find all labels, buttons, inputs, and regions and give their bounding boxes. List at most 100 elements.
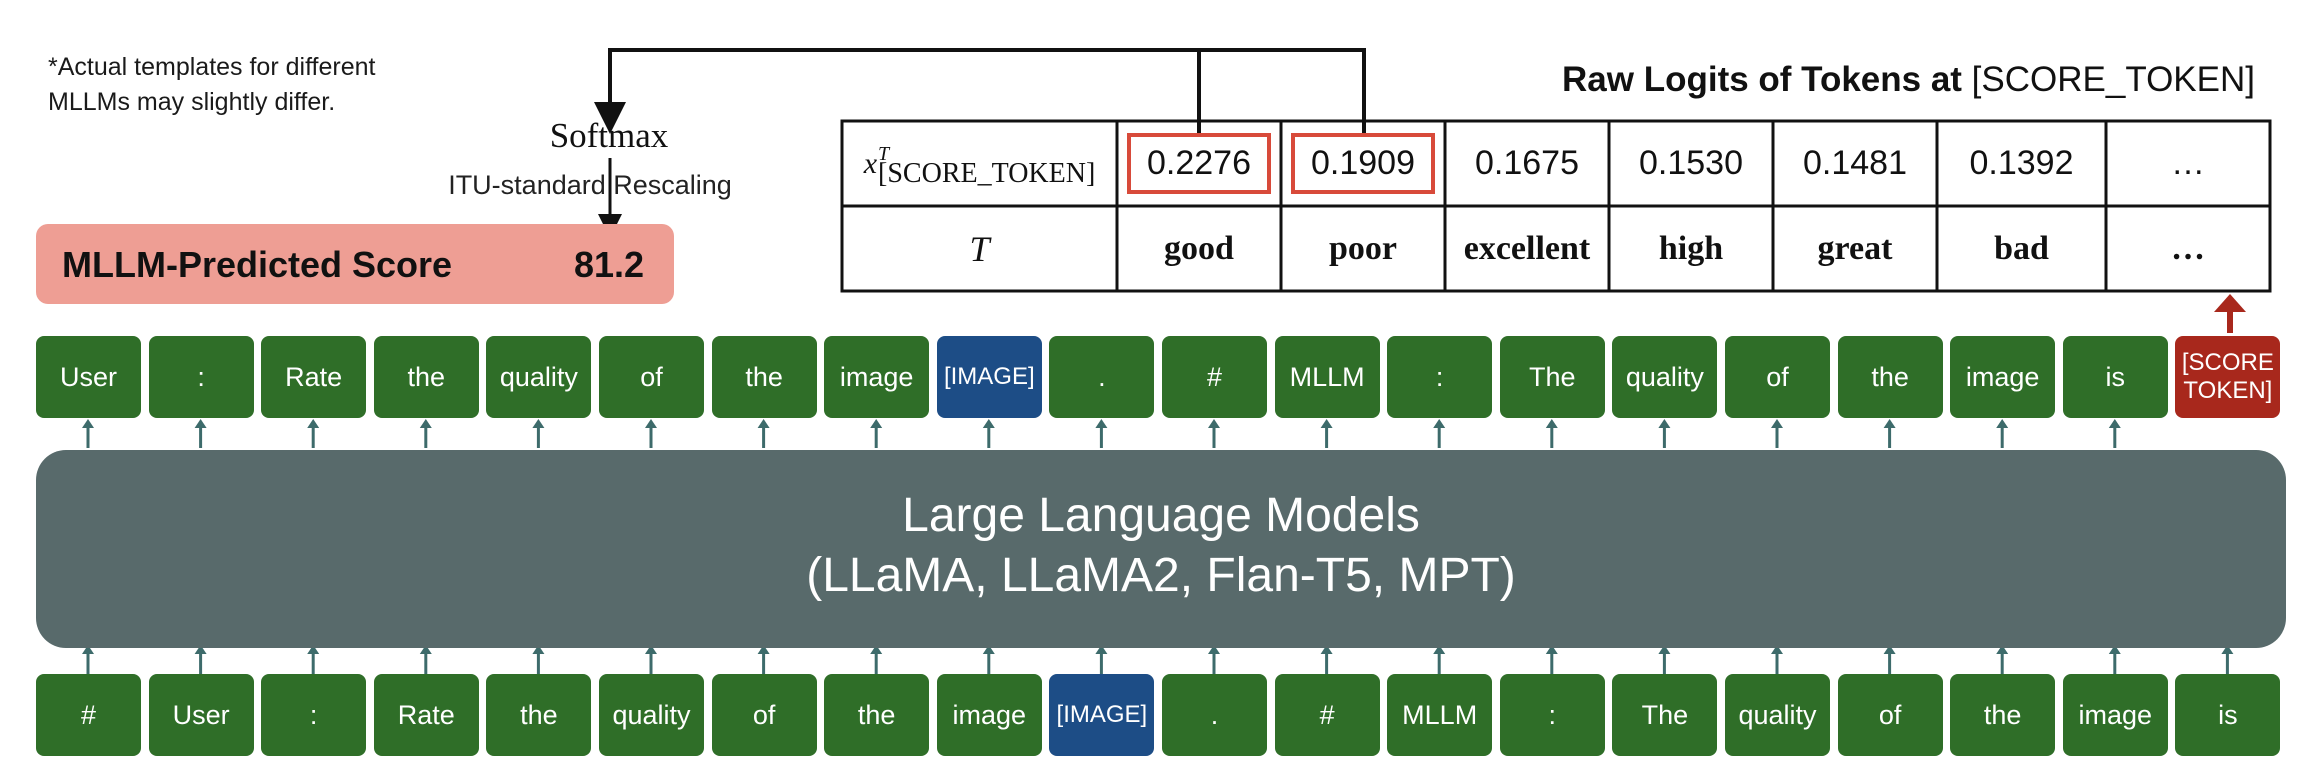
text-token: is [2175,674,2281,756]
token-row-label: T [969,228,990,269]
text-token: quality [1725,674,1830,756]
token-arrow-head [757,645,770,654]
text-token: the [1950,674,2056,756]
token-word-cell: poor [1329,229,1397,267]
token-arrow-head [82,645,94,654]
llm-models: (LLaMA, LLaMA2, Flan-T5, MPT) [806,549,1516,602]
token-arrow-head [1771,645,1783,654]
token-arrow-head [1883,645,1896,654]
logit-row-label-scripts: T[SCORE_TOKEN] [878,142,1096,189]
text-token: image [2062,674,2168,756]
token-arrow-head [1545,645,1558,654]
text-token: The [1612,674,1718,756]
token-arrow-head [1320,645,1333,654]
token-arrows [82,419,2234,674]
logit-cell: 0.1909 [1311,144,1415,182]
token-arrow-head [645,645,657,654]
llm-label: Large Language Models (LLaMA, LLaMA2, Fl… [36,486,2286,606]
logits-table-title-bold: Raw Logits of Tokens at [1562,60,1962,99]
predicted-score-box [36,224,674,304]
token-arrow-head [1545,419,1558,428]
text-token: Rate [373,674,479,756]
text-token: : [148,336,254,418]
logit-cell: … [2171,144,2205,182]
text-token: is [2062,336,2168,418]
token-arrow-head [532,419,545,428]
token-arrow-head [1208,419,1220,428]
text-token: # [1274,674,1380,756]
text-token: image [824,336,930,418]
token-arrow-head [1996,419,2009,428]
text-token: quality [1612,336,1718,418]
logit-cell: 0.1392 [1969,144,2074,182]
score-token: [SCORE TOKEN] [2175,336,2281,418]
token-arrow-head [194,645,207,654]
token-word-cell: excellent [1463,229,1591,267]
token-arrow-head [757,419,770,428]
text-token: : [1387,336,1493,418]
logit-cell: 0.1675 [1475,144,1579,182]
token-arrow-head [2221,645,2234,654]
text-token: : [1499,674,1605,756]
token-arrow-head [1658,419,1671,428]
token-arrow-head [1433,419,1446,428]
token-arrow-head [1771,419,1783,428]
token-arrow-head [419,419,432,428]
token-word-cell: … [2171,229,2205,267]
logit-cell: 0.1530 [1639,144,1743,182]
text-token: of [711,674,817,756]
logit-row-label-x: x [863,146,878,180]
token-arrow-head [1433,645,1446,654]
token-arrow-head [1658,645,1671,654]
logits-table-title: Raw Logits of Tokens at [SCORE_TOKEN] [1420,60,2255,100]
text-token: MLLM [1274,336,1380,418]
text-token: the [1837,336,1943,418]
text-token: quality [486,336,592,418]
text-token: quality [599,674,704,756]
logit-row-label-sub: [SCORE_TOKEN] [878,157,1096,189]
text-token: the [373,336,479,418]
text-token: User [36,336,141,418]
text-token: . [1049,336,1155,418]
text-token: image [1950,336,2056,418]
llm-block [36,450,2286,648]
token-arrow-head [307,645,320,654]
logit-row-label-sup: T [878,142,890,165]
text-token: image [936,674,1042,756]
logit-to-softmax-connector [610,48,1366,137]
token-word-cell: good [1164,229,1234,267]
logit-cell: 0.1481 [1803,144,1907,182]
score-token-up-arrow [2214,294,2246,312]
token-arrow-head [1996,645,2009,654]
text-token: The [1499,336,1605,418]
logits-table-title-token: [SCORE_TOKEN] [1961,60,2255,99]
predicted-score-label: MLLM-Predicted Score [62,244,453,285]
token-arrow-head [194,419,207,428]
token-arrow-head [2108,419,2121,428]
text-token: MLLM [1387,674,1493,756]
token-arrow-head [982,419,995,428]
token-arrow-head [532,645,545,654]
token-arrow-head [870,419,883,428]
text-token: of [1837,674,1943,756]
text-token: : [261,674,367,756]
token-arrow-head [419,645,432,654]
softmax-label: Softmax [549,116,669,155]
token-word-cell: bad [1994,229,2049,267]
text-token: Rate [261,336,367,418]
image-token: [IMAGE] [1049,674,1155,756]
text-token: the [486,674,592,756]
text-token: the [711,336,817,418]
text-token: User [148,674,254,756]
text-token: . [1162,674,1267,756]
token-arrow-head [1320,419,1333,428]
token-word-cell: great [1817,229,1893,267]
rescaling-label: ITU-standard Rescaling [448,170,732,200]
text-token: of [1725,336,1830,418]
token-arrow-head [645,419,657,428]
token-arrow-head [1208,645,1220,654]
text-token: of [599,336,704,418]
predicted-score-value: 81.2 [574,244,645,285]
